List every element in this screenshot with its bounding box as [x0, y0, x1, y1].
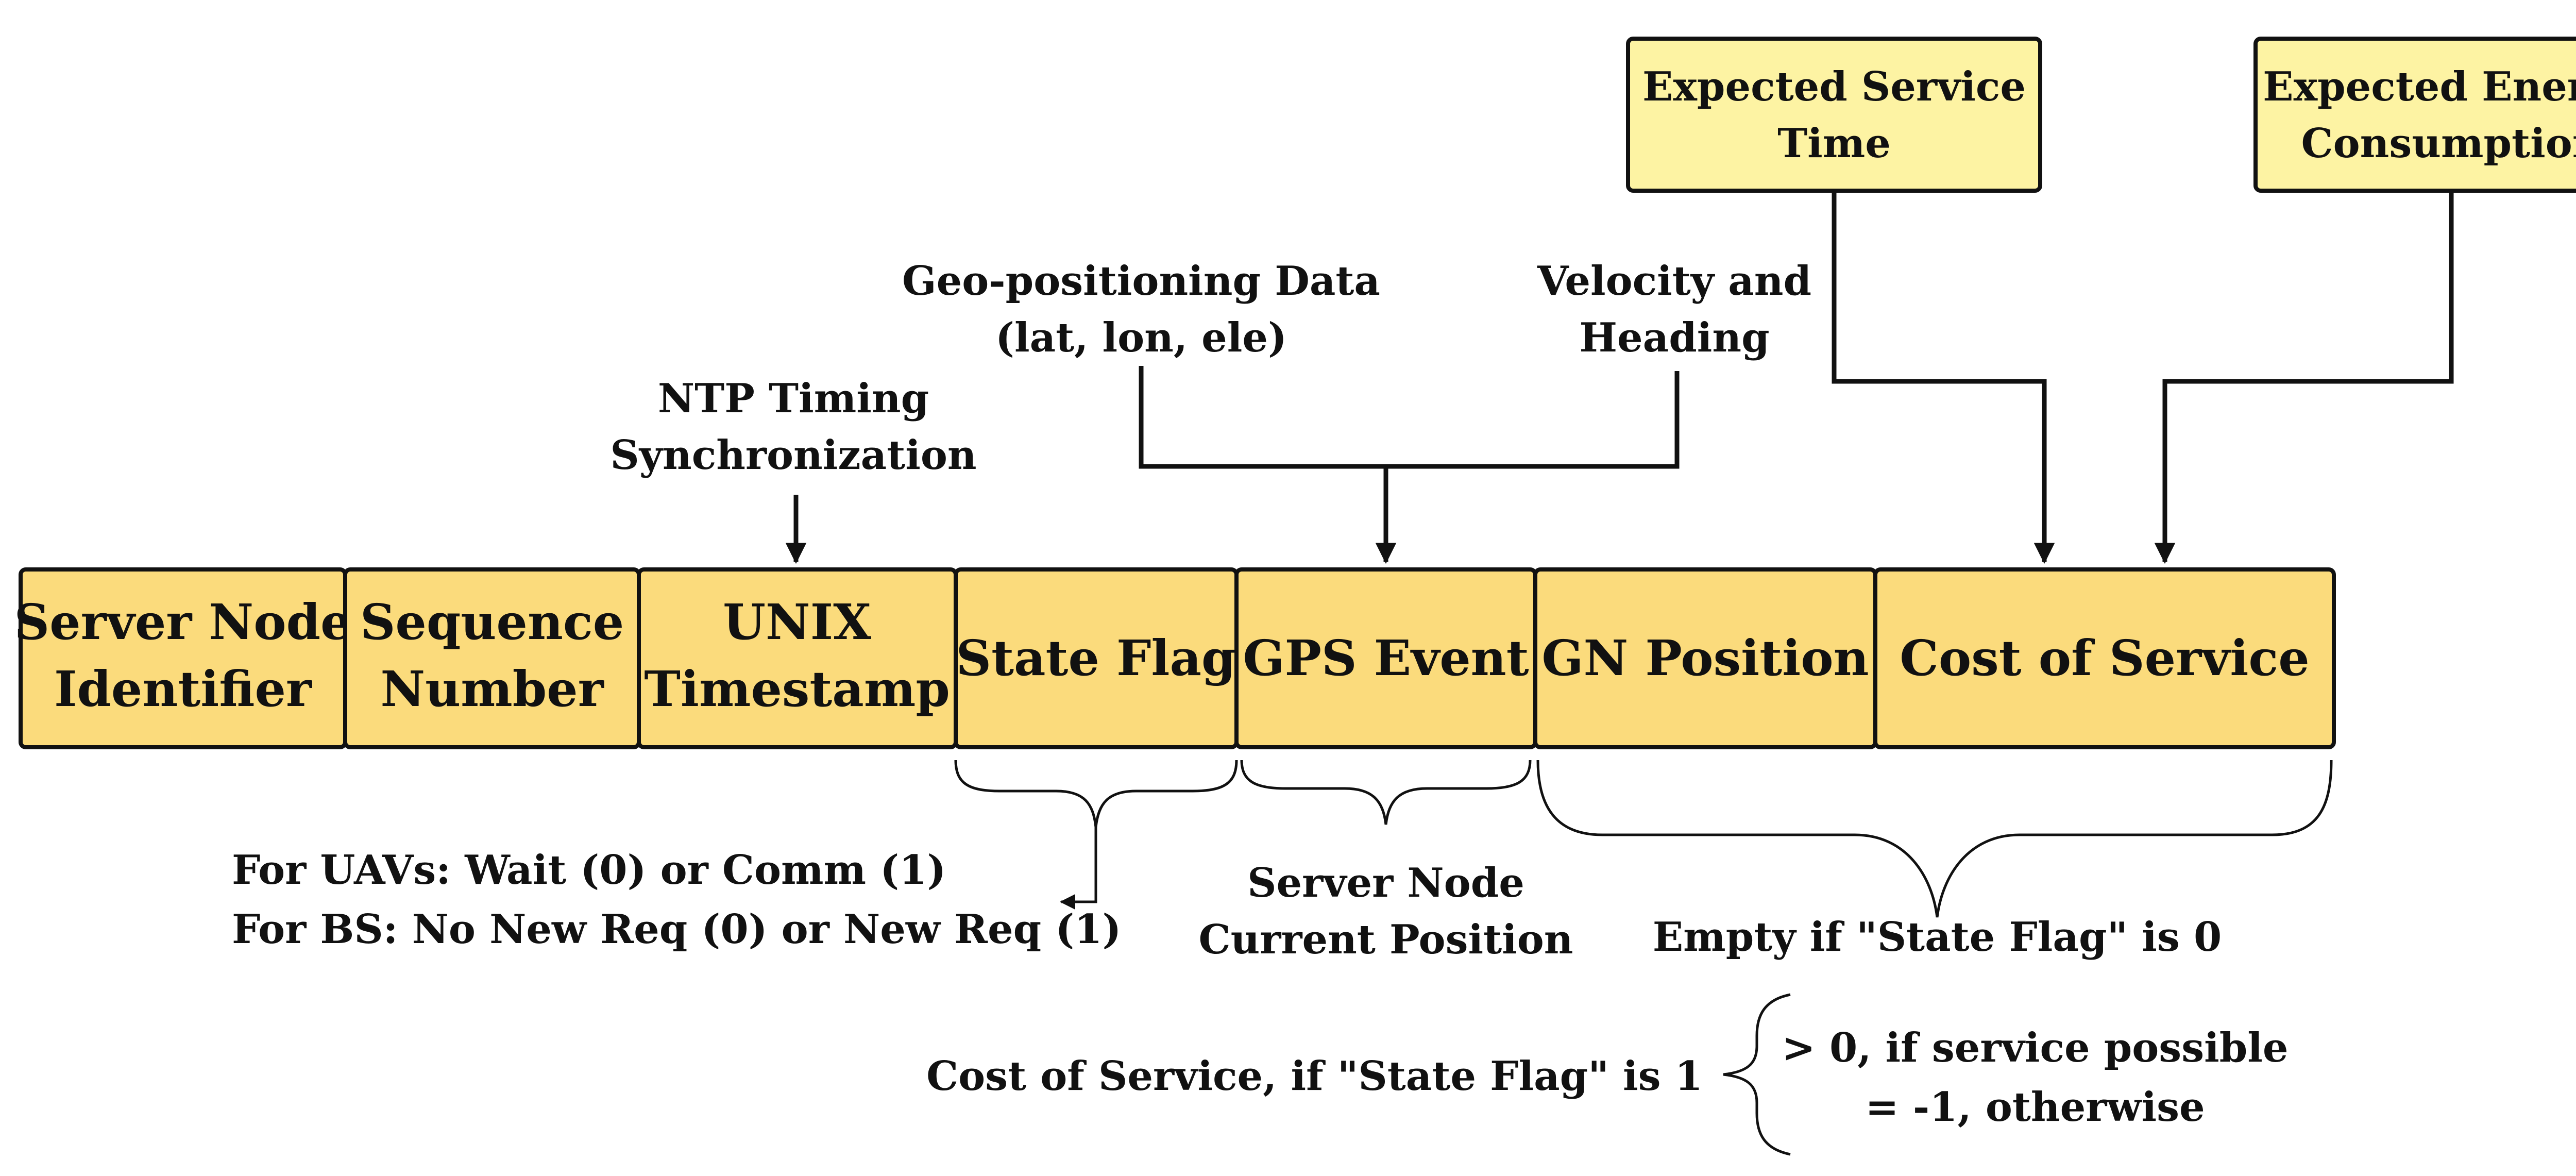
field-cost-of-service-label: Cost of Service — [1900, 630, 2309, 687]
expected-energy-consumption-line-1: Expected Energy — [2263, 63, 2576, 110]
field-unix-timestamp: UNIX Timestamp — [637, 567, 958, 749]
state-flag-note-pointer — [1060, 827, 1097, 910]
gps-note-line-1: Server Node — [1247, 860, 1524, 906]
field-server-node-identifier: Server Node Identifier — [14, 567, 352, 749]
state-flag-note-line-1: For UAVs: Wait (0) or Comm (1) — [232, 847, 946, 894]
expected-service-time-box: Expected Service Time — [1626, 37, 2042, 193]
velocity-label-line-1: Velocity and — [1537, 258, 1811, 305]
field-gn-position: GN Position — [1533, 567, 1877, 749]
field-gn-position-label: GN Position — [1541, 630, 1869, 687]
field-sequence-number-line-2: Number — [380, 661, 604, 718]
expected-service-time-line-1: Expected Service — [1642, 63, 2026, 110]
gps-note-line-2: Current Position — [1198, 916, 1573, 963]
field-cost-of-service: Cost of Service — [1873, 567, 2336, 749]
field-state-flag-label: State Flag — [956, 630, 1236, 687]
field-gps-event-label: GPS Event — [1243, 630, 1529, 687]
expected-service-time-rect — [1626, 37, 2042, 193]
ntp-label-line-2: Synchronization — [610, 432, 976, 479]
state-flag-note-line-2: For BS: No New Req (0) or New Req (1) — [232, 906, 1121, 953]
expected-energy-consumption-rect — [2253, 37, 2576, 193]
cost-if-state-flag-1-note: Cost of Service, if "State Flag" is 1 — [926, 1053, 1703, 1100]
velocity-label-line-2: Heading — [1579, 314, 1769, 361]
field-sequence-number: Sequence Number — [343, 567, 641, 749]
expected-service-time-line-2: Time — [1777, 120, 1891, 167]
field-gps-event: GPS Event — [1234, 567, 1537, 749]
geo-velocity-merge-connector — [1139, 366, 1680, 469]
geo-label-line-2: (lat, lon, ele) — [995, 314, 1287, 361]
field-unix-timestamp-line-2: Timestamp — [644, 661, 950, 718]
ntp-label-line-1: NTP Timing — [658, 375, 929, 422]
expected-energy-consumption-box: Expected Energy Consumption — [2253, 37, 2576, 193]
empty-if-state-flag-0-note: Empty if "State Flag" is 0 — [1653, 914, 2222, 961]
geo-label-line-1: Geo-positioning Data — [902, 258, 1380, 305]
cost-cases-brace — [1723, 993, 1791, 1156]
packet-fields-row: Server Node Identifier Sequence Number U… — [14, 567, 2336, 749]
energy-consumption-connector — [2154, 191, 2454, 564]
gn-cost-brace — [1536, 760, 2333, 918]
service-time-connector — [1832, 191, 2055, 564]
cost-case-positive: > 0, if service possible — [1782, 1024, 2288, 1071]
field-state-flag: State Flag — [954, 567, 1239, 749]
field-sequence-number-line-1: Sequence — [360, 594, 624, 651]
field-server-node-identifier-line-2: Identifier — [54, 661, 313, 718]
state-flag-brace — [954, 760, 1238, 828]
field-server-node-identifier-line-1: Server Node — [14, 594, 352, 651]
gps-event-brace — [1240, 760, 1532, 825]
field-unix-timestamp-line-1: UNIX — [723, 594, 871, 651]
expected-energy-consumption-line-2: Consumption — [2301, 120, 2576, 167]
cost-case-negative: = -1, otherwise — [1865, 1084, 2205, 1131]
field-cost-of-service-rect — [1873, 567, 2336, 749]
